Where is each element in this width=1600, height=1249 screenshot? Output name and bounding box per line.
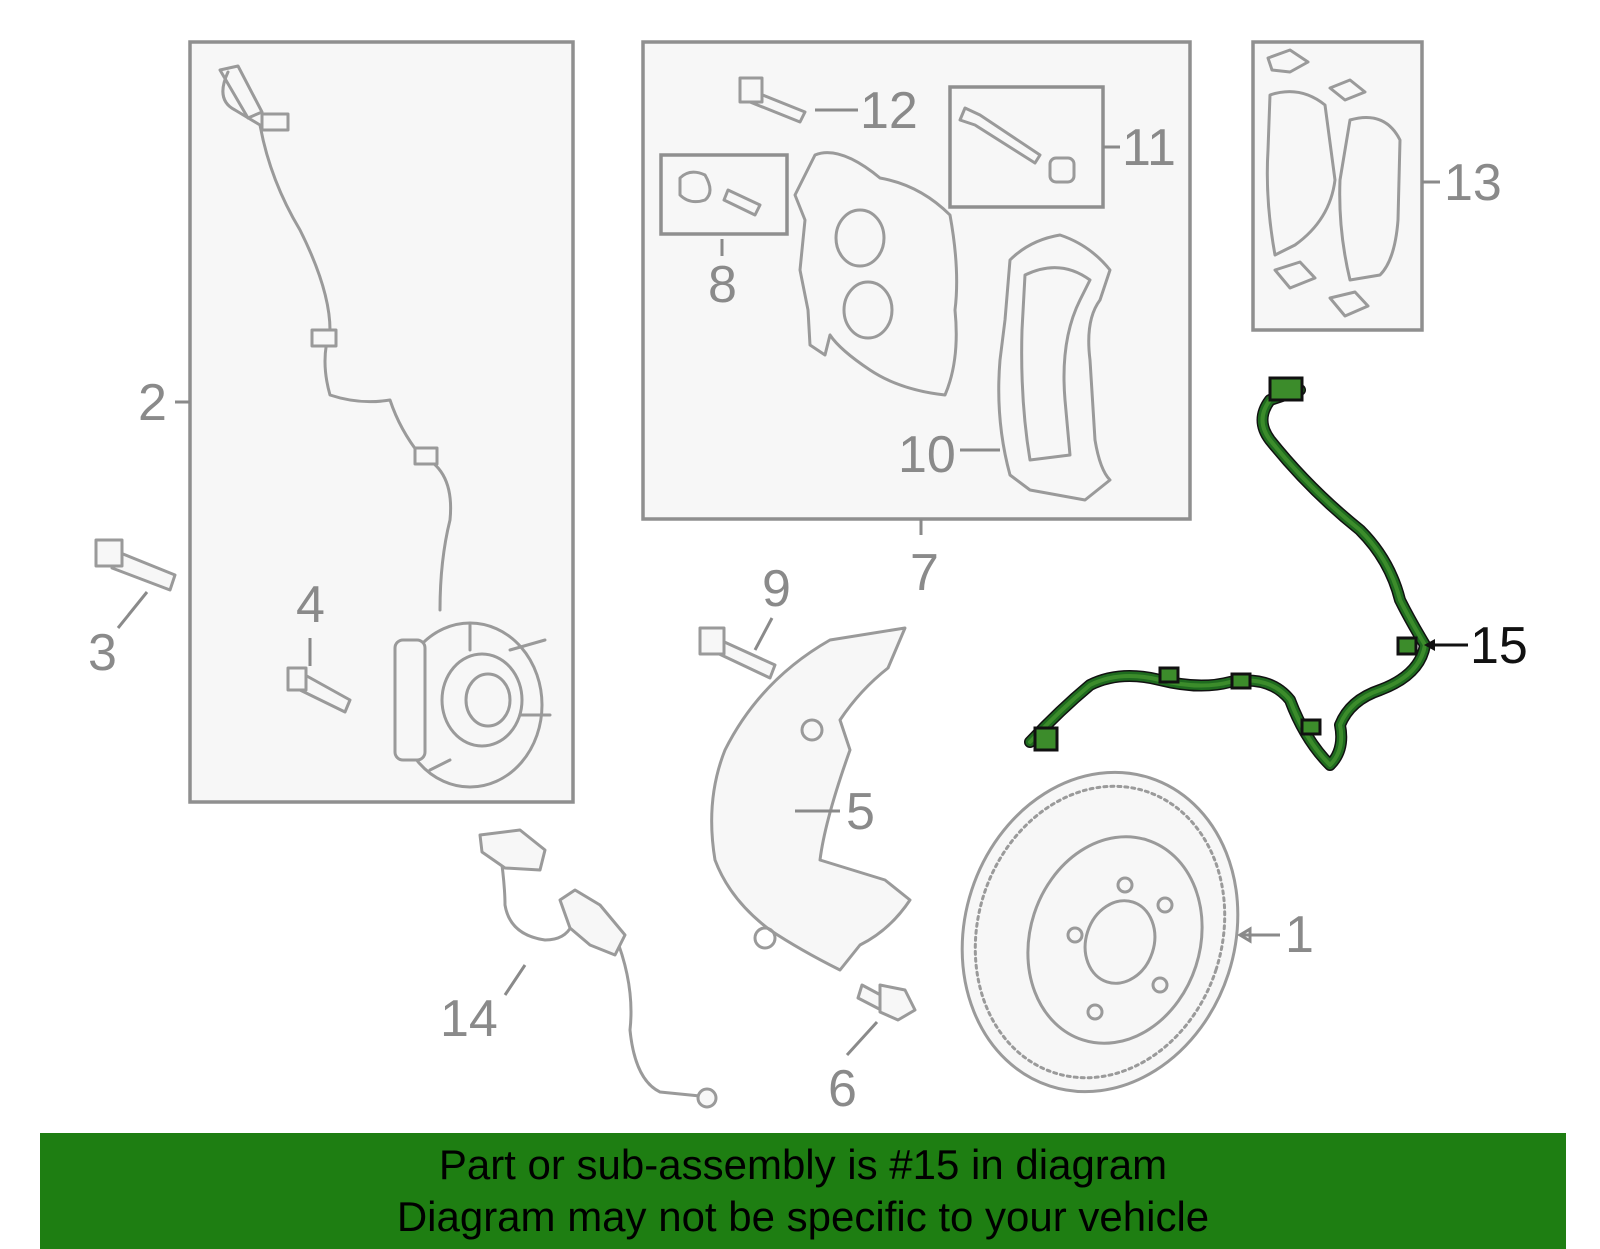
callout-15: 15 bbox=[1470, 617, 1528, 675]
hub-bolt-4-head bbox=[286, 666, 308, 692]
guide-pin bbox=[958, 106, 1042, 165]
rotor-lug-5 bbox=[1066, 926, 1084, 944]
splash-shield-group bbox=[698, 626, 917, 1022]
callout-13: 13 bbox=[1444, 154, 1502, 212]
hub-wire-clip-low bbox=[413, 446, 439, 466]
highlighted-sensor-15 bbox=[1024, 376, 1431, 771]
callout-12: 12 bbox=[860, 82, 918, 140]
callout-2: 2 bbox=[138, 374, 167, 432]
shield-hole-upper bbox=[800, 718, 824, 742]
brake-pads-group bbox=[1251, 40, 1440, 332]
callout-9: 9 bbox=[762, 560, 791, 618]
callout-4: 4 bbox=[296, 576, 325, 634]
rotor-lug-1 bbox=[1116, 876, 1134, 894]
bolt-12-head bbox=[738, 76, 764, 104]
banner-line-part-number: Part or sub-assembly is #15 in diagram bbox=[438, 1141, 1168, 1188]
info-banner: Part or sub-assembly is #15 in diagram D… bbox=[40, 1133, 1566, 1249]
brake-pad-inner bbox=[1265, 90, 1337, 257]
sensor-15-upper-connector bbox=[1268, 376, 1304, 402]
rotor-vents bbox=[973, 784, 1227, 1080]
pad-clip-1 bbox=[1266, 48, 1310, 74]
rotor-hat bbox=[1026, 835, 1204, 1045]
rotor-lug-3 bbox=[1151, 976, 1169, 994]
leader-3 bbox=[116, 591, 149, 629]
leader-14 bbox=[503, 964, 527, 996]
callout-14: 14 bbox=[440, 990, 498, 1048]
callout-10: 10 bbox=[898, 426, 956, 484]
bolt-3-head bbox=[94, 538, 124, 568]
hub-sensor-connector bbox=[218, 64, 264, 120]
bleeder-cap bbox=[678, 170, 712, 204]
hub-wire-clip-top bbox=[260, 112, 290, 132]
shield-hole-lower bbox=[753, 926, 777, 950]
sensor-15-clip-2 bbox=[1230, 672, 1252, 690]
sensor-14-wire bbox=[498, 848, 702, 1098]
hub-wire-clip-mid bbox=[310, 328, 338, 348]
callout-6: 6 bbox=[828, 1060, 857, 1118]
leader-lines bbox=[116, 108, 1468, 1057]
callout-11: 11 bbox=[1122, 119, 1176, 177]
rotor-lug-2 bbox=[1156, 896, 1174, 914]
parts-diagram: 1 2 3 4 5 6 7 8 9 10 11 12 13 14 15 bbox=[88, 40, 1528, 1118]
callout-7: 7 bbox=[910, 544, 939, 602]
sensor-15-lower-connector bbox=[1033, 726, 1059, 752]
guide-pin-box-11 bbox=[948, 85, 1105, 209]
callout-labels: 1 2 3 4 5 6 7 8 9 10 11 12 13 14 15 bbox=[88, 82, 1528, 1118]
caliper-piston-lower bbox=[842, 280, 894, 340]
callout-5: 5 bbox=[846, 783, 875, 841]
pad-clip-2 bbox=[1328, 78, 1367, 102]
sensor-14-connector bbox=[696, 1087, 718, 1109]
sensor-15-clip-3 bbox=[1300, 718, 1322, 736]
hub-bore bbox=[440, 652, 524, 748]
callout-8: 8 bbox=[708, 256, 737, 314]
rotor-group bbox=[960, 770, 1240, 1094]
wheel-speed-sensor-14 bbox=[478, 828, 718, 1109]
rotor-center-bore bbox=[1083, 899, 1157, 985]
callout-3: 3 bbox=[88, 624, 117, 682]
banner-line-disclaimer: Diagram may not be specific to your vehi… bbox=[396, 1193, 1210, 1240]
leader-1-arrow bbox=[1237, 926, 1252, 944]
sensor-15-clip-1 bbox=[1158, 666, 1180, 684]
sensor-15-clip-4 bbox=[1396, 636, 1418, 656]
rotor-lug-4 bbox=[1086, 1003, 1104, 1021]
bleeder-screw bbox=[722, 188, 762, 217]
hub-flange bbox=[393, 638, 427, 762]
caliper-group bbox=[641, 40, 1192, 535]
pad-clip-3 bbox=[1273, 260, 1317, 290]
bolt-9-head bbox=[698, 626, 726, 656]
leader-15-arrow bbox=[1424, 639, 1435, 651]
guide-pin-boot bbox=[1048, 156, 1076, 184]
caliper-body bbox=[793, 151, 959, 397]
callout-1: 1 bbox=[1285, 906, 1314, 964]
hub-sensor-wire bbox=[221, 70, 453, 612]
leader-6 bbox=[845, 1020, 879, 1057]
brake-pad-outer bbox=[1338, 116, 1402, 282]
sensor-14-bracket bbox=[558, 888, 627, 957]
leader-9 bbox=[753, 617, 774, 651]
pad-clip-4 bbox=[1328, 290, 1370, 318]
bolt-3-group bbox=[94, 538, 177, 592]
caliper-bracket-inner bbox=[1020, 266, 1092, 462]
hub-assembly-group bbox=[188, 40, 575, 804]
hub-center bbox=[464, 672, 512, 728]
bolt-6-head bbox=[878, 983, 917, 1022]
splash-shield bbox=[710, 626, 912, 972]
caliper-piston-upper bbox=[834, 208, 886, 268]
sensor-14-head bbox=[478, 828, 547, 872]
